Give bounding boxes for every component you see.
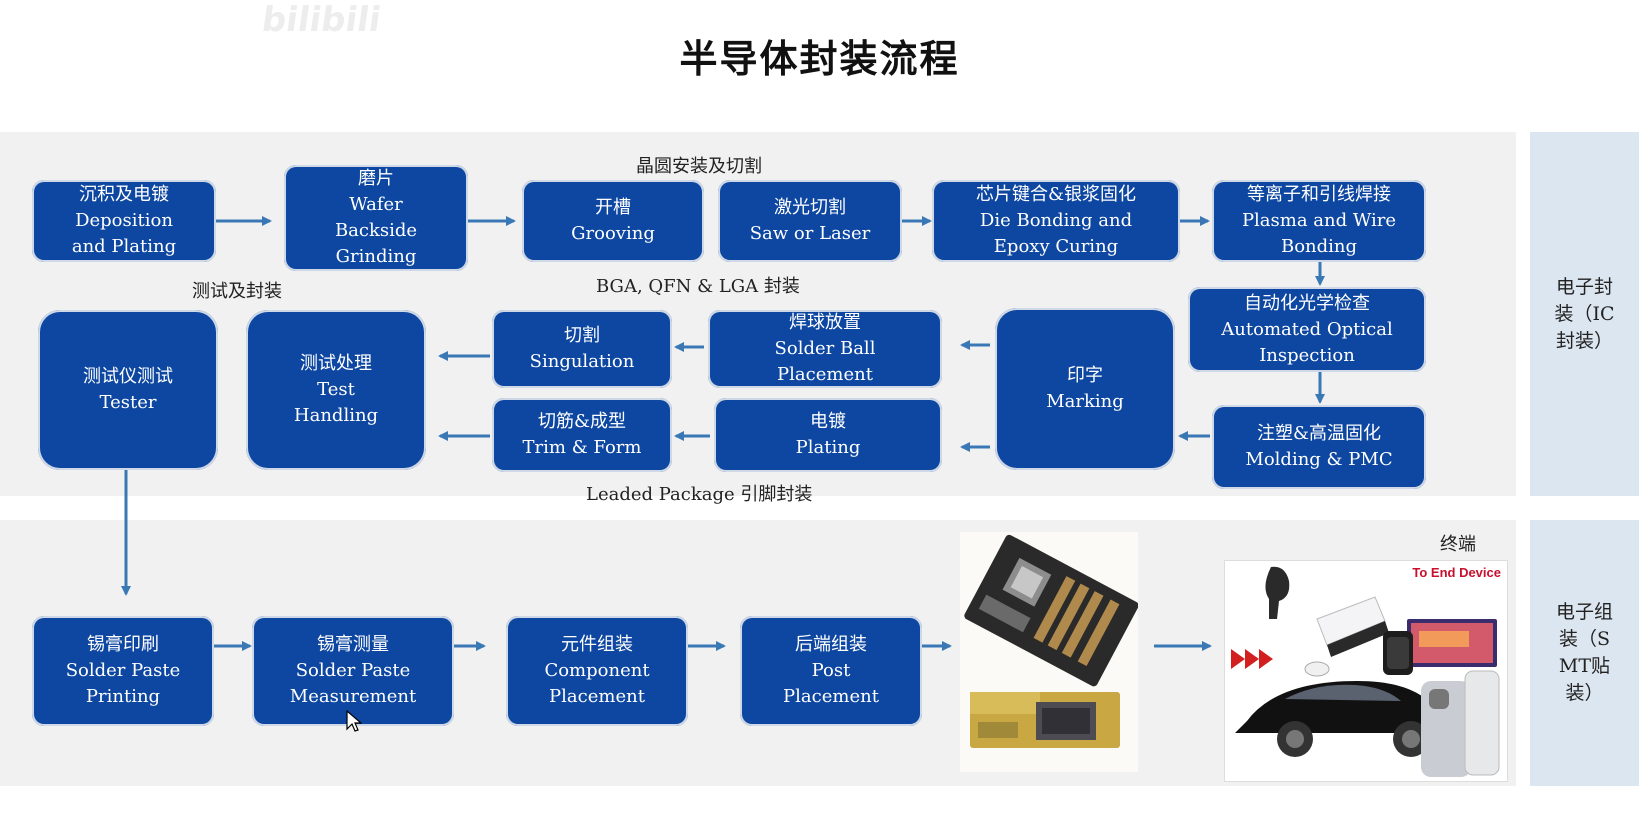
smt-side-label: 电子组装（SMT贴装） — [1530, 520, 1639, 786]
end-devices-image: To End Device — [1224, 560, 1508, 782]
mouse-cursor-icon — [346, 710, 362, 732]
label-terminal: 终端 — [1440, 534, 1476, 555]
label-wafer-mount-cut: 晶圆安装及切割 — [636, 156, 762, 177]
circuit-boards-image — [960, 532, 1138, 772]
ic-side-label: 电子封装（IC封装） — [1530, 132, 1639, 496]
page-title: 半导体封装流程 — [679, 37, 960, 81]
to-end-device-label: To End Device — [1412, 565, 1501, 580]
label-test-and-package: 测试及封装 — [192, 281, 282, 302]
label-leaded-package: Leaded Package 引脚封装 — [586, 484, 813, 505]
label-bga-package: BGA, QFN & LGA 封装 — [596, 276, 800, 297]
